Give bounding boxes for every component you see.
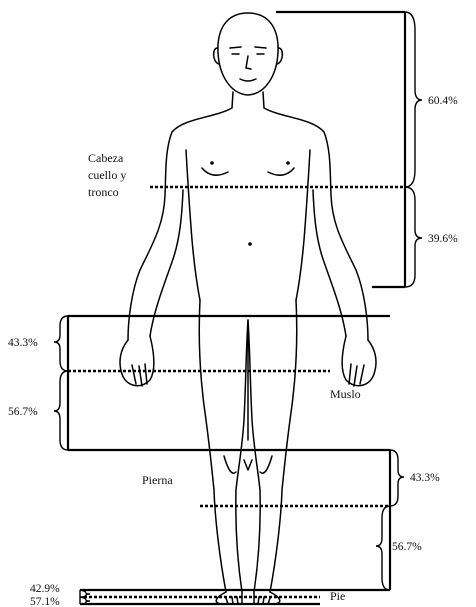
trunk-label-line-2: cuello y: [88, 168, 126, 182]
leg-lower-percent: 56.7%: [392, 541, 422, 553]
thigh-label: Muslo: [330, 387, 361, 401]
foot-upper-percent: 42.9%: [30, 583, 60, 595]
trunk-lower-brace: [405, 187, 422, 287]
trunk-label-line-3: tronco: [88, 185, 119, 199]
thigh-upper-percent: 43.3%: [8, 337, 38, 349]
trunk-label-line-1: Cabeza: [88, 151, 124, 165]
foot-label: Pie: [330, 589, 345, 603]
leg-label: Pierna: [142, 473, 173, 487]
leg-segment-frame: [80, 450, 390, 590]
leg-upper-brace: [390, 450, 404, 506]
trunk-lower-percent: 39.6%: [428, 233, 458, 245]
trunk-upper-brace: [405, 12, 422, 187]
leg-upper-percent: 43.3%: [410, 472, 440, 484]
trunk-upper-percent: 60.4%: [428, 95, 458, 107]
thigh-segment-frame: [68, 316, 390, 450]
foot-segment-frame: [80, 590, 320, 604]
thigh-lower-percent: 56.7%: [8, 406, 38, 418]
thigh-lower-brace: [54, 371, 68, 450]
human-figure: [120, 13, 376, 604]
foot-lower-percent: 57.1%: [30, 596, 60, 607]
leg-lower-brace: [376, 506, 390, 590]
thigh-upper-brace: [54, 316, 68, 371]
